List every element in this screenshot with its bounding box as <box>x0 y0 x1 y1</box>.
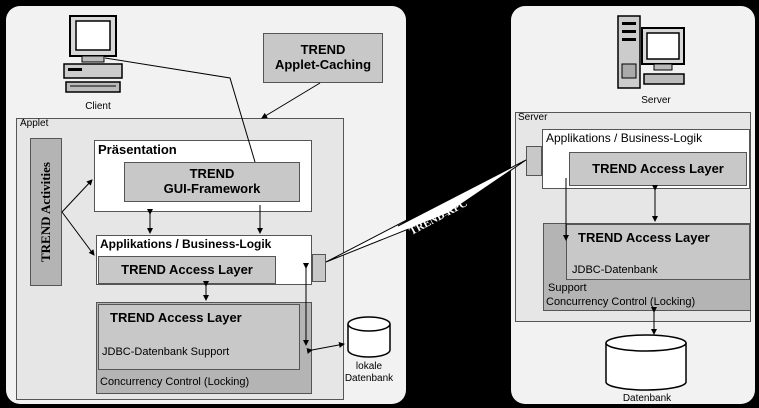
server-icon-label: Server <box>641 95 671 107</box>
local-database-label: lokale Datenbank <box>340 360 398 386</box>
server-database-icon <box>604 334 688 392</box>
applet-label: Applet <box>20 118 49 129</box>
server-rpc-port <box>526 146 542 176</box>
server-support-label: Support <box>548 282 587 294</box>
client-access-layer-box: TREND Access Layer <box>98 256 276 284</box>
server-concurrency-label: Concurrency Control (Locking) <box>546 296 696 308</box>
gui-framework-line1: TREND <box>189 166 235 182</box>
server-frame-label: Server <box>518 112 548 123</box>
client-label: Client <box>85 101 111 113</box>
client-db-layer-title: TREND Access Layer <box>110 310 242 325</box>
client-db-layer-inner <box>98 304 300 370</box>
praesentation-label: Präsentation <box>98 142 177 157</box>
server-computer-icon <box>616 14 688 92</box>
server-db-layer-inner <box>566 224 750 280</box>
local-database-line1: lokale <box>355 361 383 372</box>
server-business-logic-label: Applikations / Business-Logik <box>546 131 703 145</box>
local-database-icon <box>346 316 392 358</box>
server-db-layer-title: TREND Access Layer <box>578 230 710 245</box>
client-concurrency-label: Concurrency Control (Locking) <box>100 376 250 388</box>
local-database-line2: Datenbank <box>344 373 394 384</box>
server-jdbc-label: JDBC-Datenbank <box>572 264 658 276</box>
server-database-label: Datenbank <box>622 393 672 405</box>
server-access-layer-box: TREND Access Layer <box>569 152 747 186</box>
applet-caching-box: TREND Applet-Caching <box>263 33 383 83</box>
gui-framework-box: TREND GUI-Framework <box>124 162 300 202</box>
business-logic-label: Applikations / Business-Logik <box>100 237 272 251</box>
client-rpc-port <box>312 254 326 282</box>
activities-box: TREND Activities <box>30 138 62 286</box>
client-computer-icon <box>60 14 124 100</box>
applet-caching-line2: Applet-Caching <box>274 57 372 72</box>
applet-caching-line1: TREND <box>300 42 346 58</box>
gui-framework-line2: GUI-Framework <box>163 181 261 196</box>
client-jdbc-label: JDBC-Datenbank Support <box>102 346 230 358</box>
